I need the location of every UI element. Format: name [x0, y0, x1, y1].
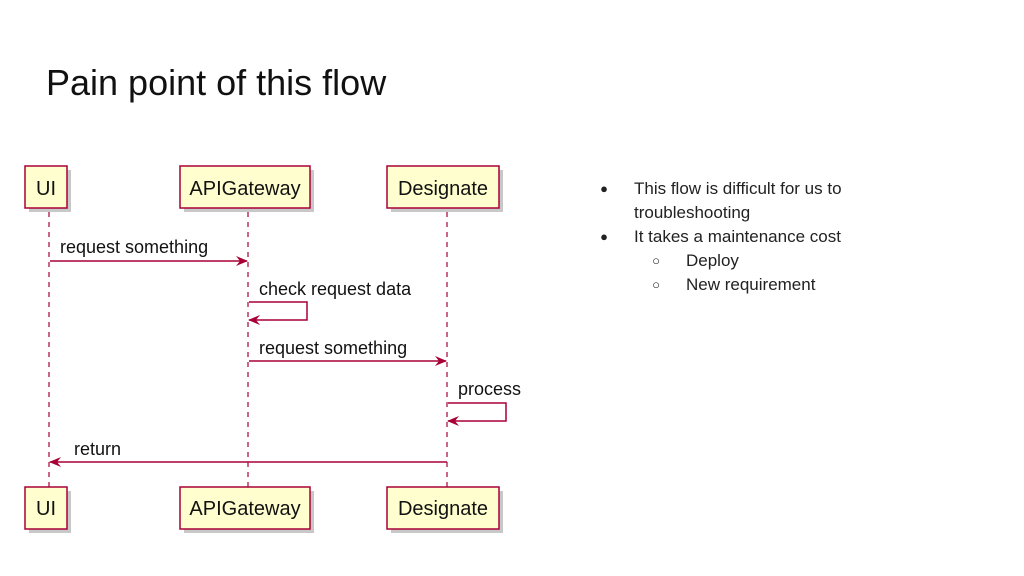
participant-label: APIGateway — [189, 498, 300, 520]
sub-bullet-item: ○ Deploy — [592, 249, 902, 273]
message-apigateway-self: check request data — [248, 279, 412, 325]
message-ui-to-apigateway: request something — [50, 237, 248, 266]
message-label: return — [74, 439, 121, 459]
message-label: request something — [259, 338, 407, 358]
sub-bullet-marker: ○ — [652, 253, 660, 268]
bullet-item: ● This flow is difficult for us to troub… — [592, 177, 902, 225]
sequence-diagram: UI APIGateway Designate request somethin… — [24, 165, 521, 533]
participant-label: Designate — [398, 178, 488, 200]
bullet-text: This flow is difficult for us to trouble… — [634, 179, 842, 222]
message-label: check request data — [259, 279, 412, 299]
participant-bottom-apigateway: APIGateway — [179, 486, 314, 533]
sub-bullet-marker: ○ — [652, 277, 660, 292]
participant-top-ui: UI — [24, 165, 71, 212]
sub-bullet-text: Deploy — [686, 251, 739, 270]
participant-bottom-ui: UI — [24, 486, 71, 533]
bullet-list: ● This flow is difficult for us to troub… — [592, 177, 902, 297]
message-label: request something — [60, 237, 208, 257]
participant-bottom-designate: Designate — [386, 486, 503, 533]
slide-title: Pain point of this flow — [46, 62, 387, 103]
sub-bullet-item: ○ New requirement — [592, 273, 902, 297]
bullet-text: It takes a maintenance cost — [634, 227, 841, 246]
message-apigateway-to-designate: request something — [249, 338, 447, 366]
message-designate-self: process — [447, 379, 521, 426]
bullet-marker: ● — [600, 229, 608, 244]
participant-top-apigateway: APIGateway — [179, 165, 314, 212]
participant-label: Designate — [398, 498, 488, 520]
bullet-item: ● It takes a maintenance cost — [592, 225, 902, 249]
participant-top-designate: Designate — [386, 165, 503, 212]
message-designate-to-ui: return — [49, 439, 447, 467]
participant-label: UI — [36, 498, 56, 520]
participant-label: APIGateway — [189, 178, 300, 200]
message-label: process — [458, 379, 521, 399]
participant-label: UI — [36, 178, 56, 200]
bullet-marker: ● — [600, 181, 608, 196]
sub-bullet-text: New requirement — [686, 275, 816, 294]
